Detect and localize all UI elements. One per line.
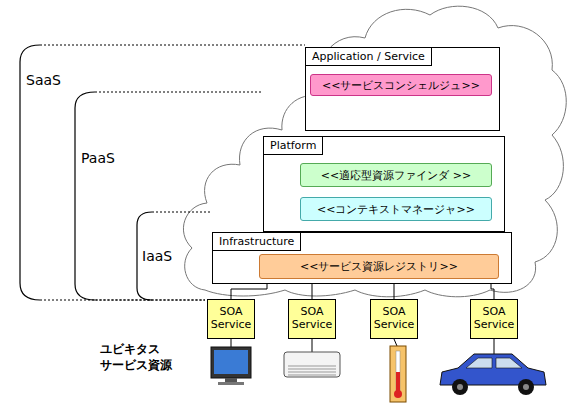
thermometer-icon (390, 346, 406, 402)
soa-box: SOA Service (288, 299, 336, 339)
layer-title: Infrastructure (212, 232, 301, 251)
soa-box: SOA Service (207, 299, 255, 339)
node-text: <<サービス資源レジストリ>> (300, 259, 458, 274)
layer-title: Application / Service (305, 47, 432, 66)
service-box: <<適応型資源ファインダ >> (300, 163, 492, 187)
layer-label: IaaS (142, 248, 172, 264)
registry-box: <<サービス資源レジストリ>> (259, 254, 499, 279)
cloud (183, 6, 566, 297)
soa-box: SOA Service (370, 299, 418, 339)
car-icon (440, 354, 546, 395)
node-text: <<コンテキストマネージャ>> (317, 202, 475, 217)
layer-box: Infrastructure <<サービス資源レジストリ>> (212, 232, 512, 284)
resource-label: ユビキタス サービス資源 (100, 342, 173, 373)
node-text: SOA Service (373, 306, 415, 331)
node-text: SOA Service (473, 306, 515, 331)
node-text: <<サービスコンシェルジュ>> (322, 78, 480, 93)
node-text: SOA Service (291, 306, 333, 331)
layer-box: Platform <<適応型資源ファインダ >> <<コンテキストマネージャ>> (263, 136, 505, 232)
layer-label: SaaS (26, 72, 61, 88)
tv-icon (211, 347, 251, 385)
node-text: SOA Service (210, 306, 252, 331)
aircon-icon (284, 352, 340, 377)
device-wires (231, 339, 494, 354)
node-text: <<適応型資源ファインダ >> (321, 168, 471, 183)
layer-label: PaaS (81, 150, 115, 166)
service-box: <<コンテキストマネージャ>> (300, 197, 492, 221)
layer-title: Platform (263, 136, 323, 155)
brackets (20, 45, 152, 300)
layer-box: Application / Service <<サービスコンシェルジュ>> (305, 47, 500, 131)
service-box: <<サービスコンシェルジュ>> (310, 74, 492, 96)
soa-box: SOA Service (470, 299, 518, 339)
